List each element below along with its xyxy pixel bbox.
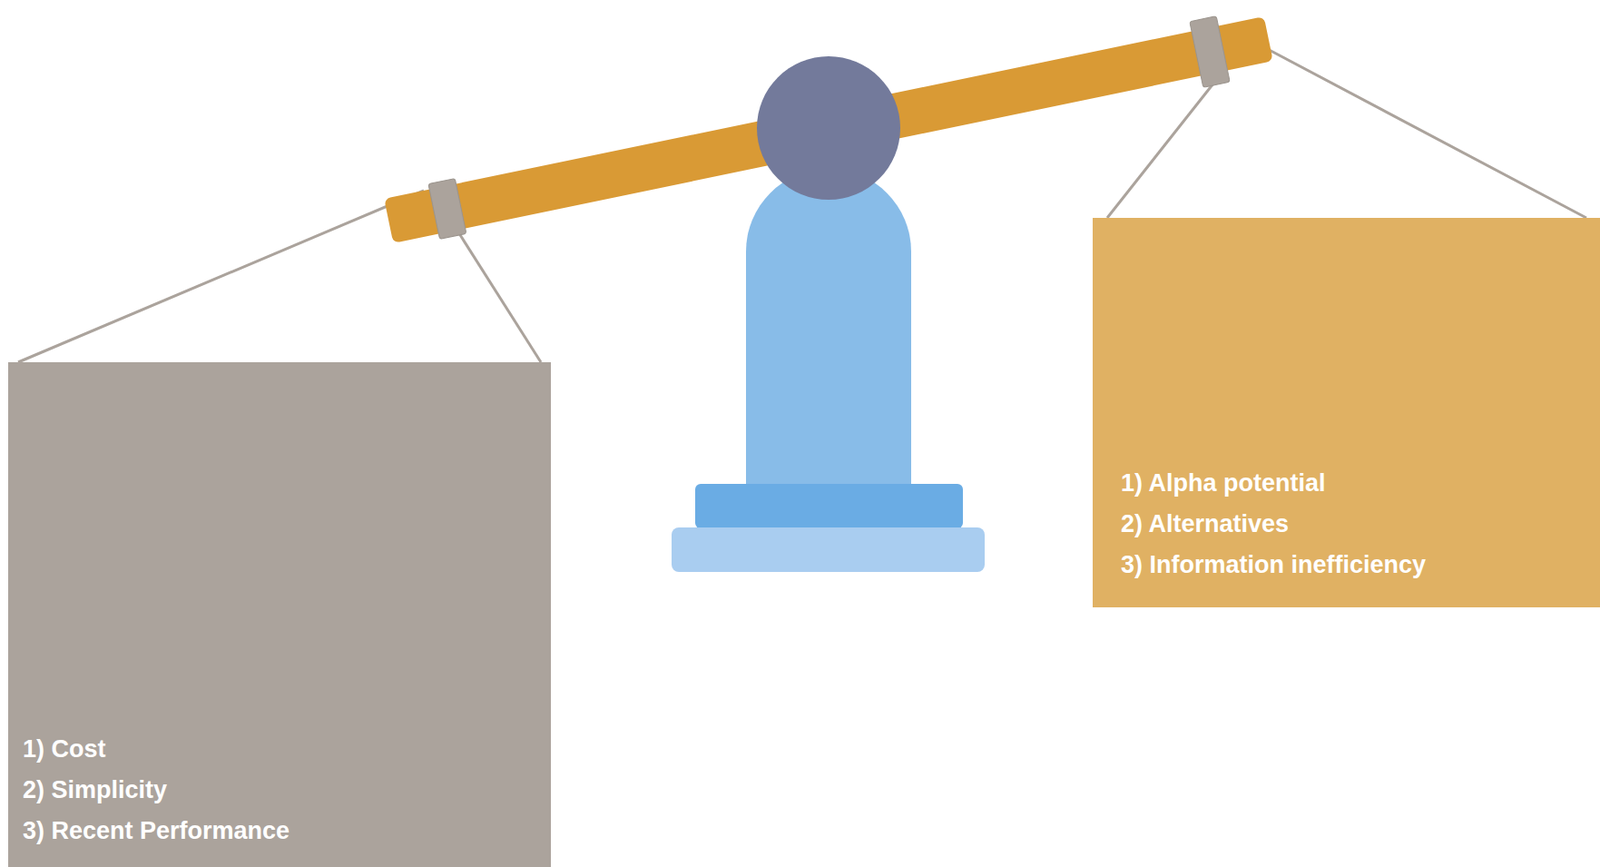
list-item: 2) Alternatives bbox=[1120, 503, 1289, 545]
beam-clamp-group bbox=[1189, 16, 1230, 89]
pivot-circle bbox=[756, 56, 901, 200]
scale-post bbox=[746, 168, 912, 491]
hanging-string bbox=[1107, 83, 1214, 218]
hanging-string bbox=[18, 190, 424, 363]
scale-base-lower bbox=[671, 527, 985, 572]
scale-beam-group bbox=[382, 10, 1275, 248]
left-pan-box: 1) Cost2) Simplicity3) Recent Performanc… bbox=[8, 362, 551, 867]
list-item: 3) Information inefficiency bbox=[1120, 544, 1426, 586]
beam-clamp bbox=[1189, 16, 1230, 89]
list-item: 1) Cost bbox=[22, 728, 107, 770]
beam-clamp bbox=[428, 178, 467, 240]
scale-base-upper bbox=[695, 483, 963, 529]
list-item: 1) Alpha potential bbox=[1120, 462, 1326, 504]
hanging-string bbox=[1260, 45, 1587, 218]
list-item: 3) Recent Performance bbox=[22, 810, 290, 852]
right-pan-box: 1) Alpha potential2) Alternatives3) Info… bbox=[1092, 217, 1600, 608]
hanging-string bbox=[451, 220, 541, 363]
scale-beam bbox=[383, 16, 1274, 244]
list-item: 2) Simplicity bbox=[22, 769, 167, 811]
